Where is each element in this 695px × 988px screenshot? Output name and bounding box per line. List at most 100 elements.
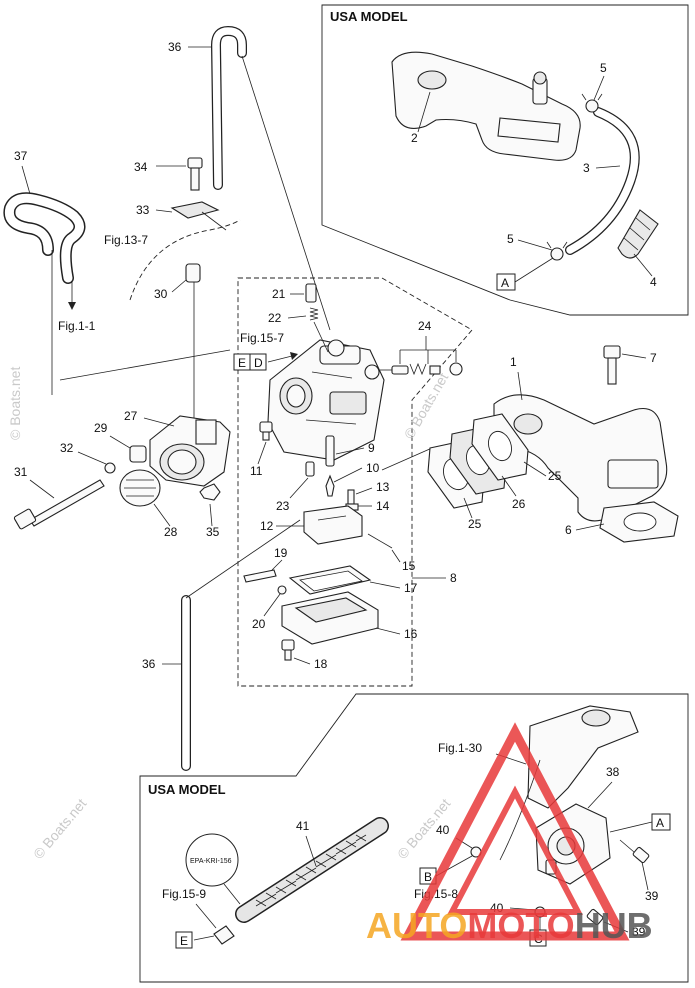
logo-text-auto: AUTO <box>366 905 467 946</box>
label-23: 23 <box>276 499 290 513</box>
part-12-float[interactable] <box>303 505 363 545</box>
part-35-nut[interactable] <box>199 483 221 501</box>
part-2-intake-manifold[interactable] <box>391 51 581 161</box>
part-7-bolt[interactable] <box>603 345 621 385</box>
label-14: 14 <box>376 499 390 513</box>
label-18: 18 <box>314 657 328 671</box>
label-2: 2 <box>411 131 418 145</box>
usa-model-top-header: USA MODEL <box>330 9 408 24</box>
ref-fig-15-7: Fig.15-7 <box>240 331 284 345</box>
part-5-clip-bottom[interactable] <box>546 241 568 261</box>
part-41-fuel-hose-braided[interactable] <box>235 817 389 923</box>
label-28: 28 <box>164 525 178 539</box>
label-10: 10 <box>366 461 380 475</box>
watermark-center: © Boats.net <box>401 370 452 442</box>
label-33: 33 <box>136 203 150 217</box>
label-1: 1 <box>510 355 517 369</box>
part-9-main-nozzle[interactable] <box>325 435 335 467</box>
svg-text:E: E <box>238 356 246 370</box>
ref-box-e-carb: E <box>233 353 251 371</box>
label-22: 22 <box>268 311 282 325</box>
label-36-top: 36 <box>168 40 182 54</box>
part-33-bracket[interactable] <box>170 201 220 219</box>
label-5-top: 5 <box>600 61 607 75</box>
label-34: 34 <box>134 160 148 174</box>
label-26: 26 <box>512 497 526 511</box>
label-7: 7 <box>650 351 657 365</box>
usa-model-bottom-panel: USA MODEL <box>139 693 689 983</box>
part-22-spring[interactable] <box>309 307 319 321</box>
label-16: 16 <box>404 627 418 641</box>
usa-model-top-panel: USA MODEL A <box>321 4 689 316</box>
label-5-bottom: 5 <box>507 232 514 246</box>
label-9: 9 <box>368 441 375 455</box>
part-31-bolt[interactable] <box>13 479 105 530</box>
svg-text:AUTOMOTOHUB: AUTOMOTOHUB <box>366 905 653 946</box>
logo-text-moto: MOTO <box>467 905 574 946</box>
part-6-gasket[interactable] <box>599 501 679 543</box>
label-25-left: 25 <box>468 517 482 531</box>
label-19: 19 <box>274 546 288 560</box>
ref-fig-1-30: Fig.1-30 <box>438 741 482 755</box>
label-6: 6 <box>565 523 572 537</box>
part-37-hose-loop[interactable] <box>3 192 86 284</box>
ref-box-e-bottom: E <box>175 931 193 949</box>
usa-model-bottom-header: USA MODEL <box>148 782 226 797</box>
part-28-screen[interactable] <box>119 469 161 507</box>
ref-box-d-carb: D <box>249 353 267 371</box>
svg-text:E: E <box>180 934 188 948</box>
part-34-screw[interactable] <box>187 157 203 191</box>
label-39-b: 39 <box>632 925 646 939</box>
part-1-intake-manifold[interactable] <box>493 394 668 522</box>
label-32: 32 <box>60 441 74 455</box>
ref-fig-13-7: Fig.13-7 <box>104 233 148 247</box>
part-24-pilot-screw-set[interactable] <box>391 362 463 376</box>
part-23-jet[interactable] <box>305 461 315 477</box>
label-11: 11 <box>250 464 263 478</box>
part-11-screw[interactable] <box>259 421 273 441</box>
part-27-air-intake-silencer[interactable] <box>149 415 231 487</box>
part-29-collar[interactable] <box>129 445 147 463</box>
label-31: 31 <box>14 465 28 479</box>
label-27: 27 <box>124 409 138 423</box>
svg-text:D: D <box>254 356 263 370</box>
label-21: 21 <box>272 287 286 301</box>
ref-fig-15-9: Fig.15-9 <box>162 887 206 901</box>
part-13-pin[interactable] <box>347 489 355 505</box>
part-18-screw[interactable] <box>281 639 295 661</box>
svg-text:A: A <box>501 276 509 290</box>
logo-text-hub: HUB <box>575 905 653 946</box>
part-10-needle-valve[interactable] <box>325 474 335 497</box>
part-19-drain-screw[interactable] <box>243 569 277 583</box>
part-39-screw-a[interactable] <box>619 839 650 864</box>
part-20-o-ring[interactable] <box>277 585 287 595</box>
part-15-float-pin[interactable] <box>367 533 393 549</box>
part-30-collar[interactable] <box>185 263 201 283</box>
part-39-screw-b[interactable] <box>586 908 604 926</box>
carburetor-body[interactable] <box>267 339 385 461</box>
label-41: 41 <box>296 819 310 833</box>
part-5-clip-top[interactable] <box>581 93 603 113</box>
label-40-a: 40 <box>436 823 450 837</box>
part-21-screw[interactable] <box>305 283 317 303</box>
svg-text:B: B <box>424 870 432 884</box>
part-17-float-chamber-gasket[interactable] <box>288 565 372 595</box>
label-25-right: 25 <box>548 469 562 483</box>
part-36-fuel-hose-upper[interactable] <box>210 25 247 190</box>
label-29: 29 <box>94 421 108 435</box>
label-3: 3 <box>583 161 590 175</box>
label-17: 17 <box>404 581 418 595</box>
watermark-left: © Boats.net <box>7 367 23 440</box>
hose-end-fitting[interactable] <box>213 925 235 945</box>
part-32-washer[interactable] <box>104 462 116 474</box>
label-15: 15 <box>402 559 416 573</box>
hose-tag-circle: EPA-KRI-156 <box>185 833 239 887</box>
label-20: 20 <box>252 617 266 631</box>
hose-tag-text: EPA-KRI-156 <box>190 858 232 865</box>
part-4-hose-segment[interactable] <box>617 209 659 259</box>
ref-box-a-top: A <box>496 273 516 291</box>
label-38: 38 <box>606 765 620 779</box>
part-25-gasket-b[interactable] <box>471 413 529 481</box>
part-16-float-chamber[interactable] <box>281 591 379 645</box>
